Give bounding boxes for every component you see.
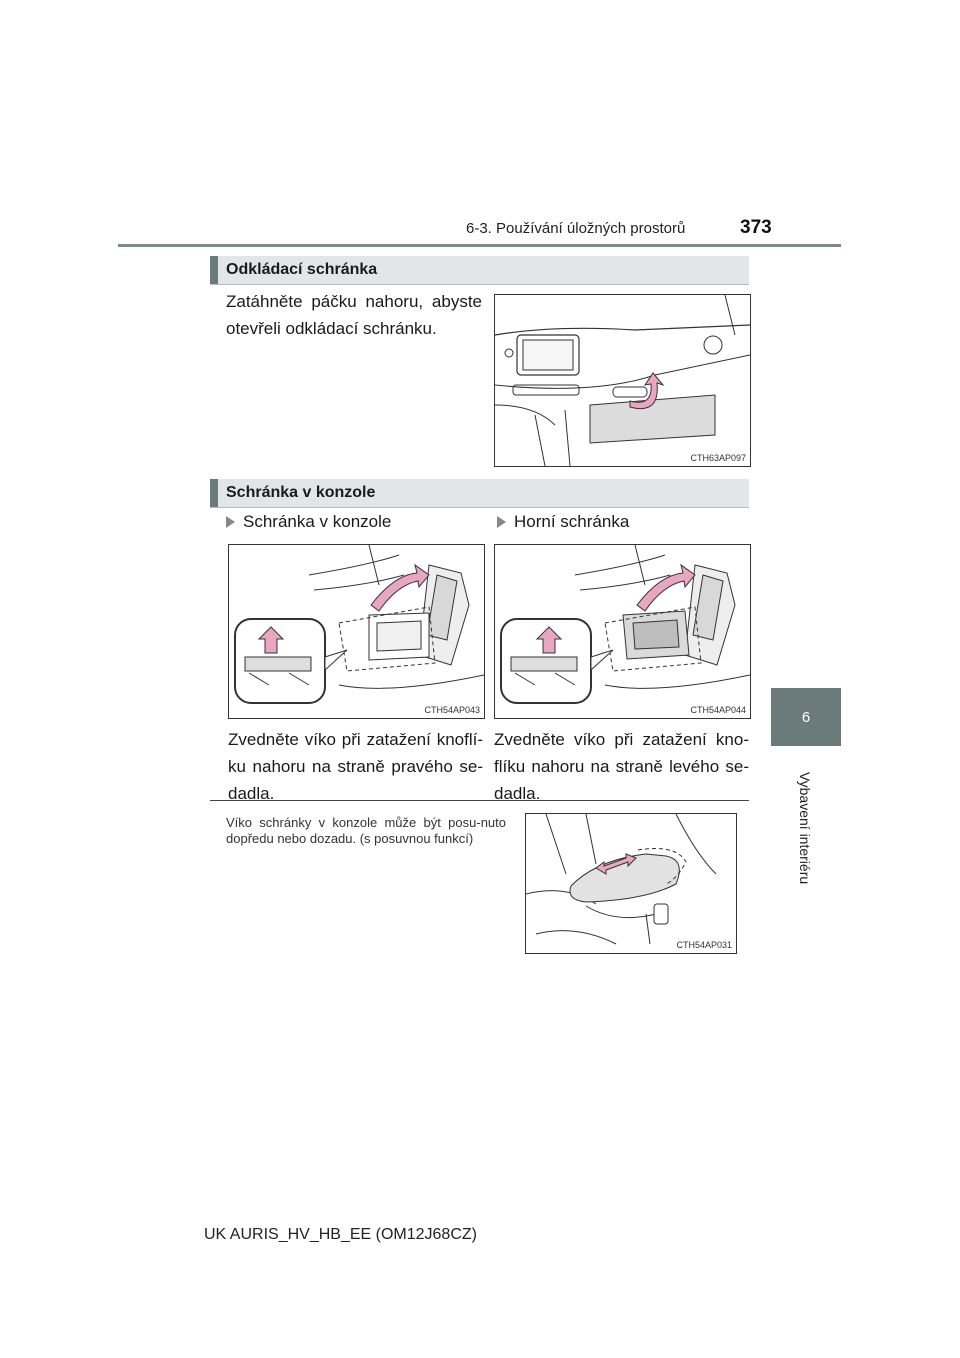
- section-header-bar: [210, 256, 218, 284]
- console-box-illustration: CTH54AP043: [228, 544, 485, 719]
- image-code: CTH54AP043: [424, 705, 480, 715]
- subhead-label: Horní schránka: [514, 512, 630, 531]
- sliding-lid-drawing: [526, 814, 717, 945]
- upper-box-illustration: CTH54AP044: [494, 544, 751, 719]
- chapter-number: 6: [801, 708, 811, 726]
- image-code: CTH63AP097: [690, 453, 746, 463]
- section-header-title: Schránka v konzole: [226, 484, 376, 501]
- subhead-upper-box: Horní schránka: [497, 512, 629, 532]
- section-header-title: Odkládací schránka: [226, 261, 378, 278]
- glovebox-illustration: CTH63AP097: [494, 294, 751, 467]
- page-number: 373: [740, 217, 772, 238]
- upper-box-instruction: Zvedněte víko při zatažení kno-flíku nah…: [494, 730, 749, 803]
- image-code: CTH54AP044: [690, 705, 746, 715]
- console-box-instruction: Zvedněte víko při zatažení knoflí-ku nah…: [228, 730, 483, 803]
- glovebox-instruction: Zatáhněte páčku nahoru, abyste otevřeli …: [226, 292, 482, 338]
- section-header-console: Schránka v konzole: [210, 479, 749, 508]
- glovebox-drawing: [495, 295, 750, 466]
- chapter-title: Vybavení interiéru: [797, 771, 813, 885]
- upper-box-drawing: [500, 545, 750, 704]
- section-title: 6-3. Používání úložných prostorů: [466, 220, 686, 237]
- subhead-console-box: Schránka v konzole: [226, 512, 391, 532]
- chapter-tab[interactable]: 6: [771, 688, 841, 746]
- section-divider: [210, 800, 749, 801]
- sliding-lid-note: Víko schránky v konzole může být posu-nu…: [226, 815, 506, 846]
- model-footer: UK AURIS_HV_HB_EE (OM12J68CZ): [204, 1226, 477, 1243]
- image-code: CTH54AP031: [676, 940, 732, 950]
- header-rule: [118, 244, 841, 247]
- console-box-drawing: [234, 545, 484, 704]
- triangle-bullet-icon: [497, 516, 506, 528]
- triangle-bullet-icon: [226, 516, 235, 528]
- section-header-glovebox: Odkládací schránka: [210, 256, 749, 285]
- sliding-lid-illustration: CTH54AP031: [525, 813, 737, 954]
- subhead-label: Schránka v konzole: [243, 512, 392, 531]
- section-header-bar: [210, 479, 218, 507]
- chapter-side-label: Vybavení interiéru: [797, 760, 813, 900]
